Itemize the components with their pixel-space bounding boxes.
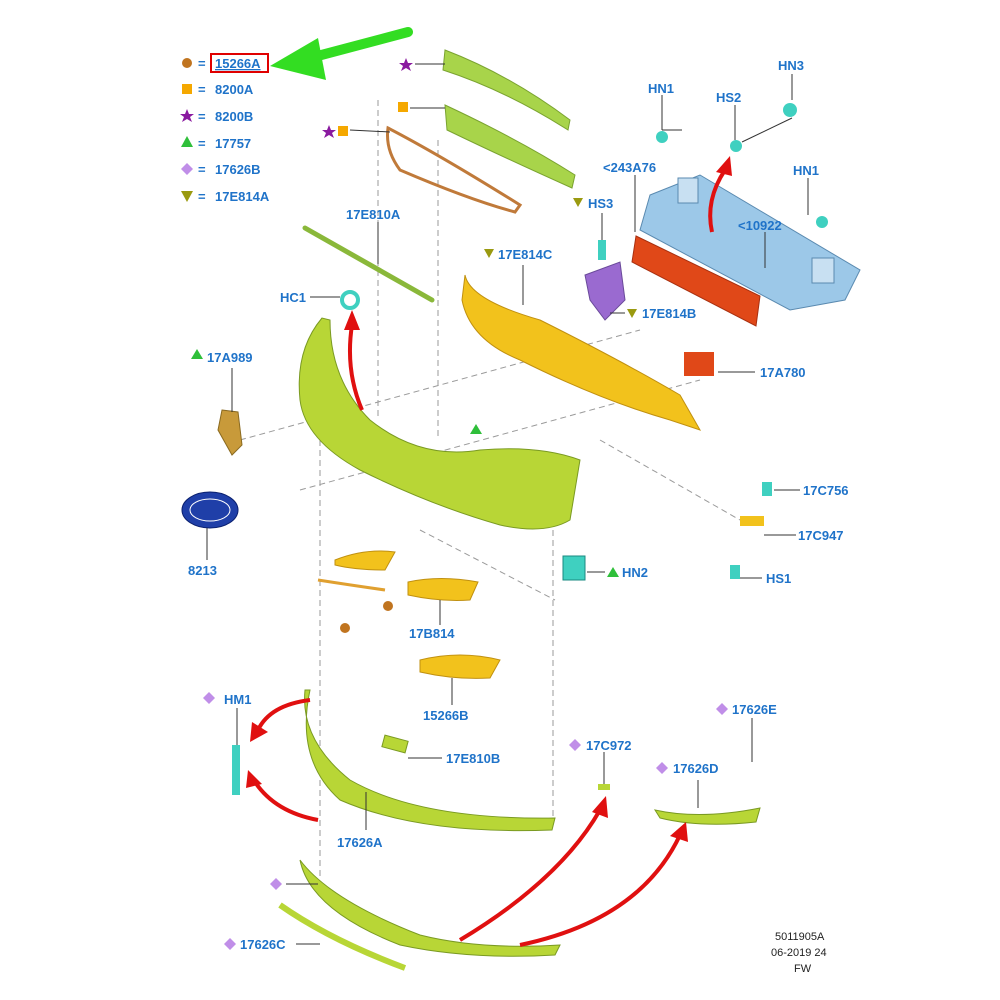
diamond-symbol-icon	[181, 163, 193, 175]
install-arrows	[246, 156, 732, 947]
legend-code-15266a[interactable]: 15266A	[215, 56, 261, 71]
callout-symbols	[191, 58, 728, 950]
ford-logo-icon	[181, 491, 239, 529]
triangle-down-icon	[573, 198, 583, 207]
fog-lamp-bezels	[317, 550, 501, 679]
triangle-icon	[470, 424, 482, 434]
side-reflector	[217, 409, 243, 456]
footer-code: 5011905A	[775, 931, 825, 943]
square-icon	[338, 126, 348, 136]
strip-17e810a	[302, 225, 435, 303]
lower-valance	[304, 689, 556, 832]
bumper-absorber	[461, 274, 702, 431]
label-hs3: HS3	[588, 196, 613, 211]
legend-code-8200a: 8200A	[215, 82, 254, 97]
label-243a76: <243A76	[603, 160, 656, 175]
star-icon	[322, 125, 336, 138]
label-17626d: 17626D	[673, 761, 719, 776]
label-hm1: HM1	[224, 692, 251, 707]
label-17a989: 17A989	[207, 350, 253, 365]
clip-17c972	[598, 784, 610, 790]
grille-seal	[386, 125, 523, 214]
energy-absorber-red	[631, 235, 761, 327]
label-hn1-right: HN1	[793, 163, 819, 178]
label-17626a: 17626A	[337, 835, 383, 850]
label-17c947: 17C947	[798, 528, 844, 543]
bracket-hn2	[562, 555, 586, 581]
label-15266b: 15266B	[423, 708, 469, 723]
bracket-17a780	[684, 352, 714, 376]
pointer-arrow-icon	[270, 27, 413, 80]
lower-grille	[444, 104, 576, 189]
diamond-icon	[656, 762, 668, 774]
legend-eq: =	[198, 56, 206, 71]
triangle-symbol-icon	[181, 136, 193, 147]
footer-region: FW	[794, 963, 812, 975]
label-hs1: HS1	[766, 571, 791, 586]
strip-17e810b	[381, 734, 409, 754]
triangle-down-icon	[627, 309, 637, 318]
label-8213: 8213	[188, 563, 217, 578]
label-17c972: 17C972	[586, 738, 632, 753]
label-17e810a: 17E810A	[346, 207, 401, 222]
strip-17626c	[278, 902, 407, 971]
diamond-icon	[203, 692, 215, 704]
legend-eq: =	[198, 136, 206, 151]
label-17b814: 17B814	[409, 626, 455, 641]
label-hn2: HN2	[622, 565, 648, 580]
highlight-box	[210, 53, 269, 73]
label-17626c: 17626C	[240, 937, 286, 952]
leader-lines	[206, 63, 809, 945]
diamond-icon	[270, 878, 282, 890]
bracket-17e814b	[584, 261, 626, 321]
fasteners-top	[656, 103, 828, 228]
label-17a780: 17A780	[760, 365, 806, 380]
triangle-down-icon	[484, 249, 494, 258]
upper-grille	[442, 49, 571, 131]
diagram-footer: 5011905A 06-2019 24 FW	[771, 931, 827, 975]
triangle-icon	[607, 567, 619, 577]
label-10922: <10922	[738, 218, 782, 233]
label-17c756: 17C756	[803, 483, 849, 498]
legend-eq: =	[198, 162, 206, 177]
clip-hm1	[232, 745, 240, 795]
reinforcement-beam	[639, 174, 861, 311]
footer-date: 06-2019 24	[771, 947, 827, 959]
trim-17626d	[653, 807, 761, 825]
bumper-cover	[298, 317, 581, 530]
label-hs2: HS2	[716, 90, 741, 105]
triangle-icon	[191, 349, 203, 359]
circle-symbol-icon	[182, 58, 192, 68]
legend-code-17757: 17757	[215, 136, 251, 151]
part-labels: HN1 HS2 HN3 <243A76 HN1 <10922 17E810A H…	[188, 58, 849, 952]
label-17e814c: 17E814C	[498, 247, 553, 262]
diamond-icon	[716, 703, 728, 715]
legend: = 15266A = 8200A = 8200B = 17757 = 17626…	[180, 53, 270, 204]
legend-eq: =	[198, 189, 206, 204]
label-17e814b: 17E814B	[642, 306, 696, 321]
star-symbol-icon	[180, 109, 194, 122]
label-hn1: HN1	[648, 81, 674, 96]
square-icon	[398, 102, 408, 112]
diamond-icon	[224, 938, 236, 950]
legend-code-17626b: 17626B	[215, 162, 261, 177]
label-hn3: HN3	[778, 58, 804, 73]
lower-spoiler	[299, 859, 561, 957]
legend-code-8200b: 8200B	[215, 109, 253, 124]
triangle-down-symbol-icon	[181, 191, 193, 202]
square-symbol-icon	[182, 84, 192, 94]
legend-code-17e814a: 17E814A	[215, 189, 270, 204]
legend-eq: =	[198, 82, 206, 97]
label-17626e: 17626E	[732, 702, 777, 717]
legend-eq: =	[198, 109, 206, 124]
parking-sensor	[730, 482, 772, 579]
label-17e810b: 17E810B	[446, 751, 500, 766]
diamond-icon	[569, 739, 581, 751]
clip-hc1	[340, 290, 360, 310]
star-icon	[399, 58, 413, 71]
clip-hs3	[598, 240, 606, 260]
label-hc1: HC1	[280, 290, 306, 305]
